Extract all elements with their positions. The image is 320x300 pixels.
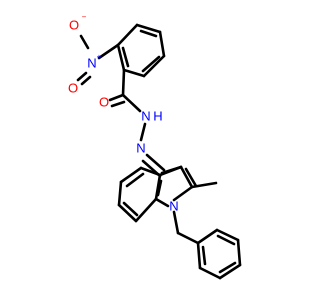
bond bbox=[139, 166, 162, 177]
amide-h-label: H bbox=[153, 109, 162, 124]
bond bbox=[141, 55, 161, 73]
bond bbox=[116, 43, 126, 72]
structure-diagram: O − N + O O N H N N bbox=[68, 13, 242, 280]
indole-nitrogen-label: N bbox=[169, 199, 178, 214]
bond bbox=[154, 197, 170, 208]
bond bbox=[218, 261, 237, 274]
bond bbox=[108, 93, 125, 102]
bond bbox=[80, 75, 92, 86]
atom-labels: O − N + O O N H N N bbox=[68, 13, 179, 214]
molecule-canvas: O − N + O O N H N N bbox=[68, 13, 242, 280]
bond bbox=[184, 167, 198, 188]
nitro-oxygen-minus-charge: − bbox=[82, 13, 87, 22]
bond bbox=[145, 153, 166, 172]
bond bbox=[139, 29, 158, 38]
bond bbox=[198, 266, 222, 280]
nitro-oxygen-minus-label: O bbox=[69, 18, 79, 33]
bond bbox=[142, 54, 166, 78]
bond bbox=[139, 122, 147, 142]
bond bbox=[125, 172, 145, 188]
bond bbox=[190, 181, 218, 189]
amide-nh-label: N bbox=[141, 109, 150, 124]
bond bbox=[121, 93, 142, 113]
bond bbox=[236, 238, 242, 267]
bond bbox=[158, 165, 183, 177]
bond bbox=[117, 180, 123, 207]
bond bbox=[201, 245, 207, 266]
bond bbox=[218, 263, 242, 280]
bond bbox=[117, 203, 138, 223]
bond bbox=[79, 34, 90, 50]
imine-nitrogen-label: N bbox=[136, 141, 145, 156]
bond bbox=[154, 173, 162, 201]
bond bbox=[134, 197, 158, 223]
bond bbox=[121, 46, 130, 68]
nitro-nitrogen-charge: + bbox=[97, 53, 102, 62]
bond bbox=[215, 228, 240, 242]
bond bbox=[121, 68, 126, 97]
bond bbox=[196, 241, 202, 270]
bond bbox=[172, 210, 180, 235]
bond bbox=[216, 234, 236, 246]
bond bbox=[76, 71, 88, 82]
bond bbox=[119, 166, 143, 184]
bond bbox=[122, 68, 146, 78]
bond bbox=[116, 23, 139, 47]
nitro-oxygen-double-label: O bbox=[68, 81, 78, 96]
bond bbox=[179, 165, 194, 189]
bonds bbox=[76, 23, 242, 280]
bond bbox=[122, 201, 139, 217]
bond bbox=[135, 23, 162, 34]
bond bbox=[176, 231, 200, 245]
bond bbox=[97, 43, 120, 60]
bond bbox=[110, 100, 126, 108]
bond bbox=[156, 179, 163, 197]
bond bbox=[158, 30, 166, 58]
bond bbox=[196, 228, 219, 245]
carbonyl-oxygen-label: O bbox=[99, 95, 109, 110]
nitro-nitrogen-label: N bbox=[87, 56, 96, 71]
bond bbox=[172, 185, 194, 202]
